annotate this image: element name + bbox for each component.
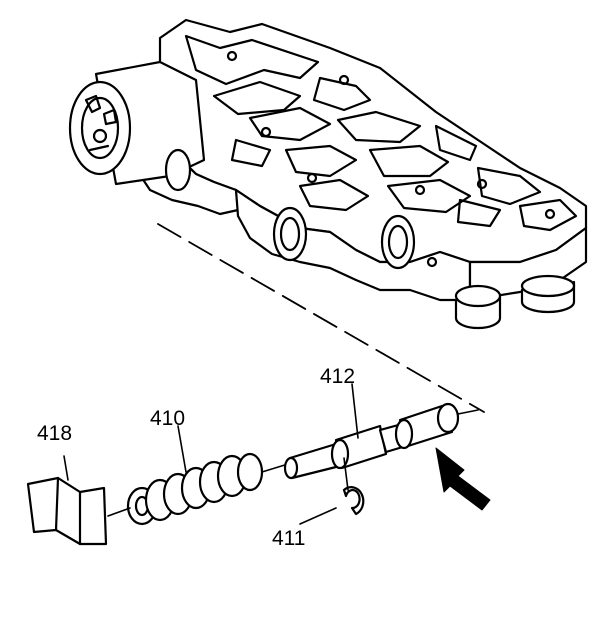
- part-412-valve: [283, 383, 479, 480]
- valve-body-housing: [138, 18, 588, 302]
- callout-412: 412: [320, 365, 356, 388]
- valve-bores: [164, 148, 576, 330]
- direction-arrow-icon: [435, 447, 491, 511]
- part-411-clip: [299, 457, 365, 525]
- bore-centerline: [157, 223, 485, 413]
- callout-411: 411: [272, 527, 306, 550]
- part-418-retainer: [26, 455, 108, 546]
- part-410-spring: [107, 425, 289, 526]
- callout-410: 410: [150, 407, 186, 430]
- callout-418: 418: [37, 422, 73, 445]
